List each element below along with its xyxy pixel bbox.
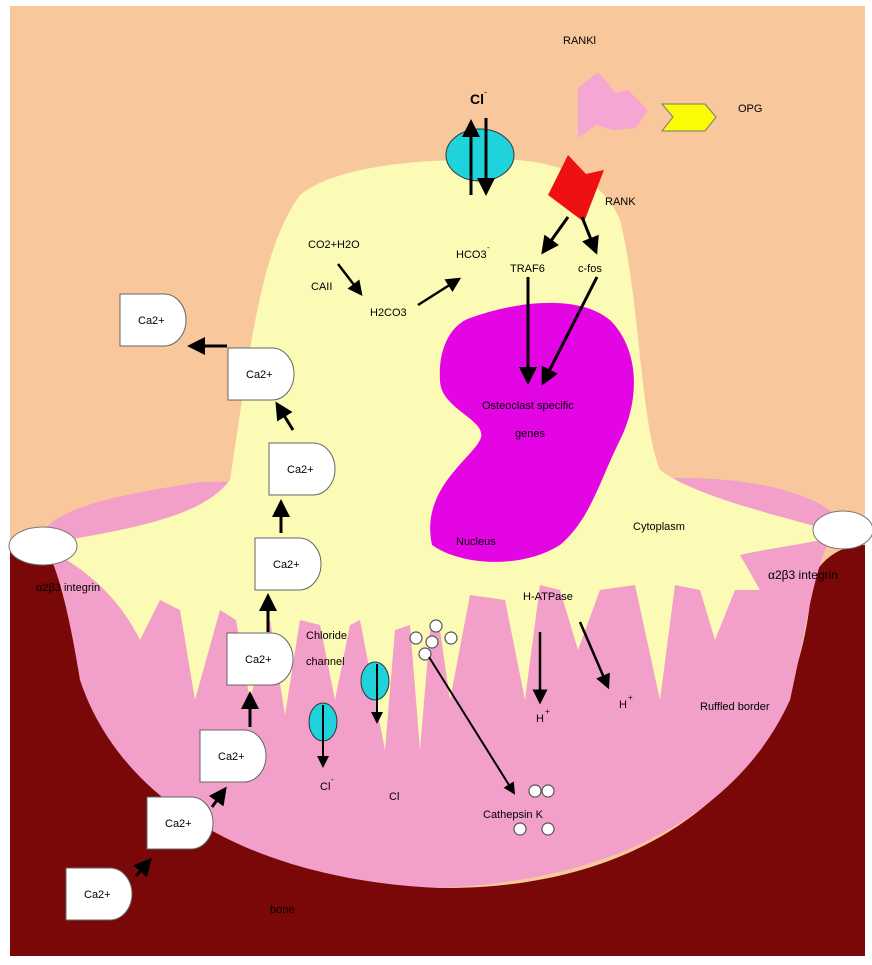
label-ruffled-border: Ruffled border xyxy=(700,701,770,713)
label-bone: bone xyxy=(270,904,294,916)
label-cathepsin-k: Cathepsin K xyxy=(483,809,544,821)
label-co2-h2o: CO2+H2O xyxy=(308,239,360,251)
label-chloride-channel-1: Chloride xyxy=(306,630,347,642)
label-traf6: TRAF6 xyxy=(510,263,545,275)
label-cl-top: Cl xyxy=(470,91,484,107)
label-osteoclast-genes-2: genes xyxy=(515,428,545,440)
calcium-box-7: Ca2+ xyxy=(120,294,186,346)
label-h-plus-2-sup: + xyxy=(628,693,633,702)
calcium-label: Ca2+ xyxy=(246,369,273,381)
label-osteoclast-genes-1: Osteoclast specific xyxy=(482,400,574,412)
label-h-plus-1-sup: + xyxy=(545,707,550,716)
label-integrin-left: α2β3 integrin xyxy=(36,582,100,594)
label-cl-bottom-1: Cl xyxy=(320,781,330,793)
label-chloride-channel-2: channel xyxy=(306,656,345,668)
label-caii: CAII xyxy=(311,281,332,293)
calcium-box-6: Ca2+ xyxy=(228,348,294,400)
label-integrin-right: α2β3 integrin xyxy=(768,568,838,582)
label-h2co3: H2CO3 xyxy=(370,307,407,319)
label-hco3: HCO3 xyxy=(456,249,487,261)
calcium-box-0: Ca2+ xyxy=(66,868,132,920)
label-nucleus: Nucleus xyxy=(456,536,496,548)
label-h-plus-2: H xyxy=(619,699,627,711)
integrin-left xyxy=(9,527,77,565)
label-hco3-sup: - xyxy=(487,243,490,252)
integrin-right xyxy=(813,511,872,549)
calcium-label: Ca2+ xyxy=(287,464,314,476)
calcium-box-3: Ca2+ xyxy=(227,633,293,685)
calcium-label: Ca2+ xyxy=(84,889,111,901)
label-h-atpase: H-ATPase xyxy=(523,591,573,603)
calcium-box-2: Ca2+ xyxy=(200,730,266,782)
label-h-plus-1: H xyxy=(536,713,544,725)
calcium-box-5: Ca2+ xyxy=(269,443,335,495)
calcium-label: Ca2+ xyxy=(138,315,165,327)
label-cl-bottom-2: Cl xyxy=(389,791,399,803)
label-cytoplasm: Cytoplasm xyxy=(633,521,685,533)
label-rank: RANK xyxy=(605,196,636,208)
calcium-box-4: Ca2+ xyxy=(255,538,321,590)
label-cl-bottom-1-sup: - xyxy=(331,775,334,784)
calcium-label: Ca2+ xyxy=(273,559,300,571)
chloride-channel-top xyxy=(446,129,514,181)
label-opg: OPG xyxy=(738,103,762,115)
chloride-channel-bottom-2 xyxy=(361,662,389,700)
calcium-label: Ca2+ xyxy=(218,751,245,763)
label-cl-top-sup: - xyxy=(484,87,487,97)
label-cfos: c-fos xyxy=(578,263,602,275)
label-rankl: RANKl xyxy=(563,35,596,47)
calcium-label: Ca2+ xyxy=(245,654,272,666)
calcium-box-1: Ca2+ xyxy=(147,797,213,849)
calcium-label: Ca2+ xyxy=(165,818,192,830)
